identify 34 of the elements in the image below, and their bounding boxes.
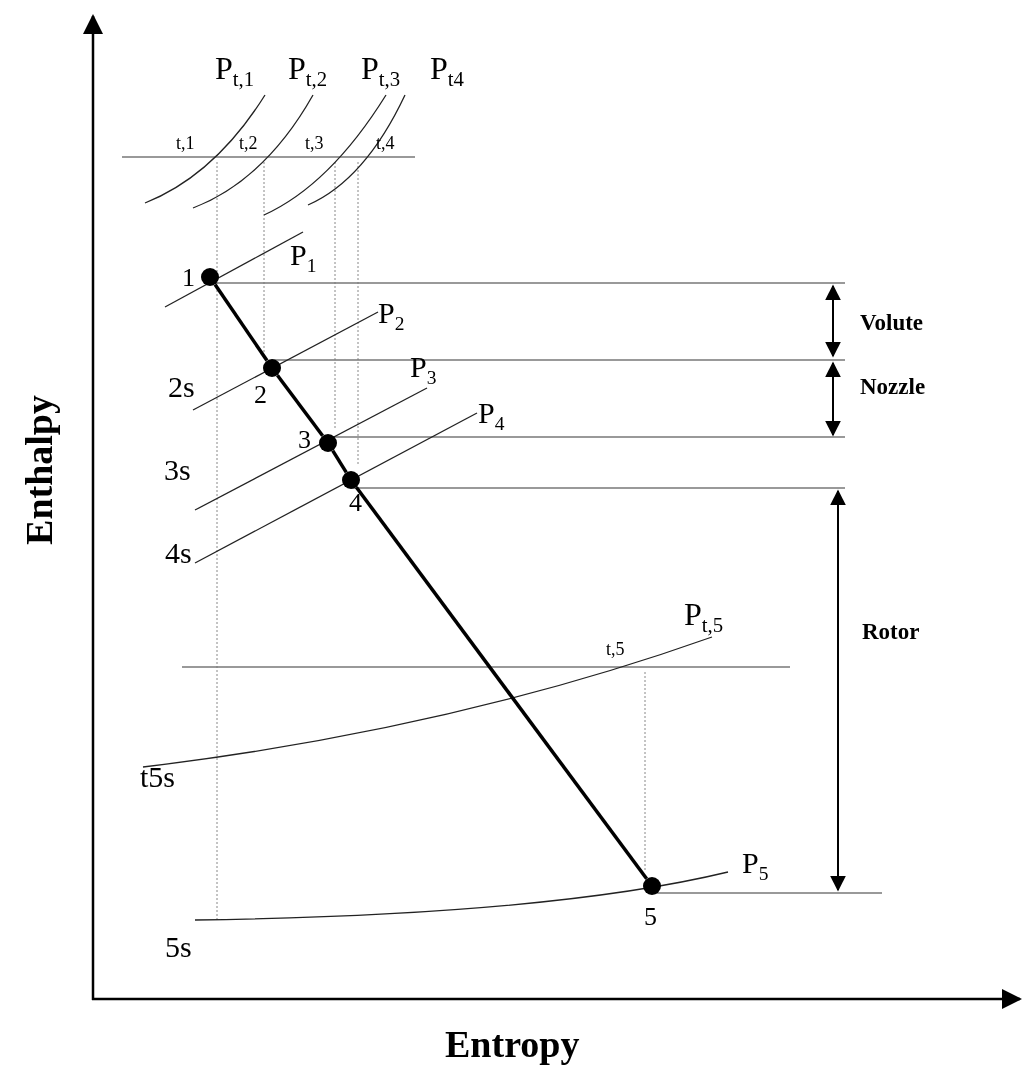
pressure-label: P$_{t,2}$ xyxy=(288,52,328,91)
stage-label: Nozzle xyxy=(860,375,926,398)
process-line xyxy=(354,486,649,880)
state-label: t5s xyxy=(140,762,175,792)
pressure-label: P$_{4}$ xyxy=(478,398,505,434)
state-label: 5s xyxy=(165,932,192,962)
state-label: t,2 xyxy=(239,134,258,152)
state-number: 3 xyxy=(298,427,311,453)
state-label: 3s xyxy=(164,455,191,485)
state-number: 1 xyxy=(182,265,195,291)
process-line xyxy=(331,449,348,474)
state-label: t,1 xyxy=(176,134,195,152)
pressure-label: P$_{t,5}$ xyxy=(684,598,724,637)
stage-label: Volute xyxy=(860,311,924,334)
process-line xyxy=(275,374,325,437)
process-line xyxy=(213,283,269,362)
state-label: t,4 xyxy=(376,134,395,152)
pressure-label: P$_{3}$ xyxy=(410,352,437,388)
axis-title: Entropy xyxy=(445,1025,580,1063)
pressure-label: P$_{t,3}$ xyxy=(361,52,401,91)
state-number: 5 xyxy=(644,904,657,930)
state-number: 2 xyxy=(254,382,267,408)
pressure-label: P$_{1}$ xyxy=(290,240,317,276)
pressure-label: P$_{2}$ xyxy=(378,298,405,334)
state-label: 4s xyxy=(165,538,192,568)
pressure-label: P$_{t4}$ xyxy=(430,52,464,91)
axis-title: Enthalpy xyxy=(20,395,58,545)
state-label: 2s xyxy=(168,372,195,402)
state-label: t,5 xyxy=(606,640,625,658)
pressure-label: P$_{t,1}$ xyxy=(215,52,255,91)
pressure-label: P$_{5}$ xyxy=(742,848,769,884)
stage-label: Rotor xyxy=(862,620,920,643)
state-label: t,3 xyxy=(305,134,324,152)
state-number: 4 xyxy=(349,490,362,516)
